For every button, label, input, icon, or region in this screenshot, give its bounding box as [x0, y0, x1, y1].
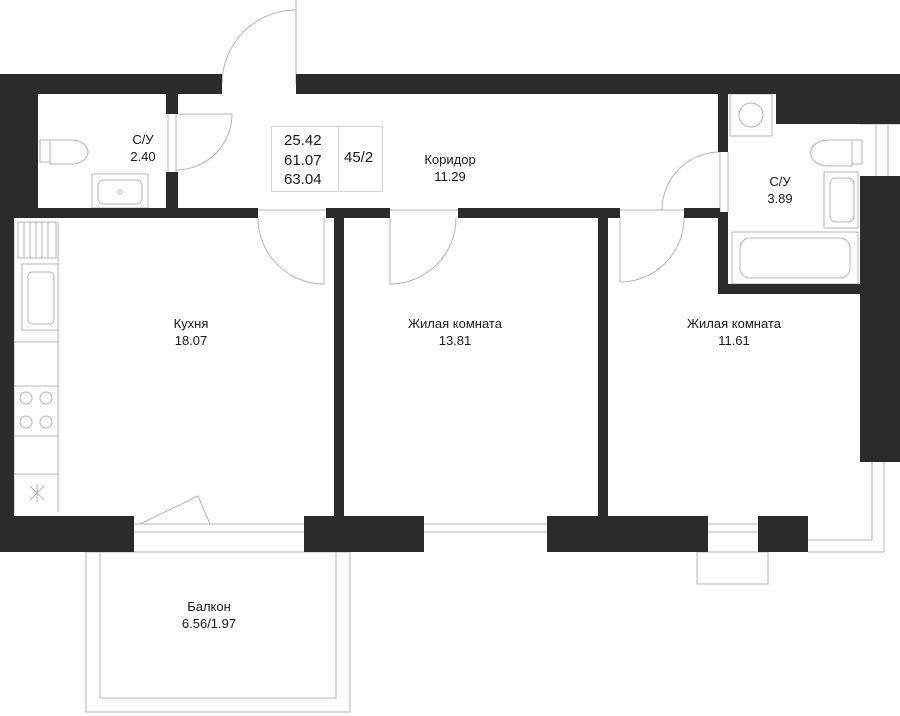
total-area-value: 61.07: [284, 151, 322, 169]
room-label-bathroom-2: С/У 3.89: [745, 173, 815, 207]
total-area-with-balcony-value: 63.04: [284, 171, 322, 188]
apartment-number: 45/2: [344, 149, 374, 166]
room-area: 11.29: [434, 169, 466, 184]
room-name: Жилая комната: [687, 316, 781, 331]
room-label-bathroom-1: С/У 2.40: [108, 131, 178, 165]
room-label-living-room-2: Жилая комната 11.61: [659, 315, 809, 349]
room-area: 18.07: [174, 333, 208, 348]
summary-divider: [338, 127, 339, 191]
room-name: Коридор: [424, 152, 476, 167]
area-values: 25.42 61.07 63.04: [284, 131, 322, 190]
room-name: Жилая комната: [408, 316, 502, 331]
room-area: 11.61: [718, 333, 750, 348]
room-label-corridor: Коридор 11.29: [400, 151, 500, 185]
room-area: 13.81: [438, 333, 472, 348]
room-label-balcony: Балкон 6.56/1.97: [154, 598, 264, 632]
room-area: 3.89: [767, 191, 793, 206]
apartment-area-summary: 25.42 61.07 63.04 45/2: [271, 126, 383, 192]
living-area-value: 25.42: [284, 132, 322, 149]
room-area: 2.40: [130, 149, 156, 164]
walls: [0, 74, 900, 552]
room-name: С/У: [769, 174, 791, 189]
fixtures: [13, 93, 863, 502]
room-label-kitchen: Кухня 18.07: [146, 315, 236, 349]
room-name: С/У: [132, 132, 154, 147]
room-name: Кухня: [173, 316, 209, 331]
thin-outlines: [13, 0, 900, 713]
room-label-living-room-1: Жилая комната 13.81: [380, 315, 530, 349]
room-name: Балкон: [187, 599, 231, 614]
room-area: 6.56/1.97: [181, 616, 237, 631]
